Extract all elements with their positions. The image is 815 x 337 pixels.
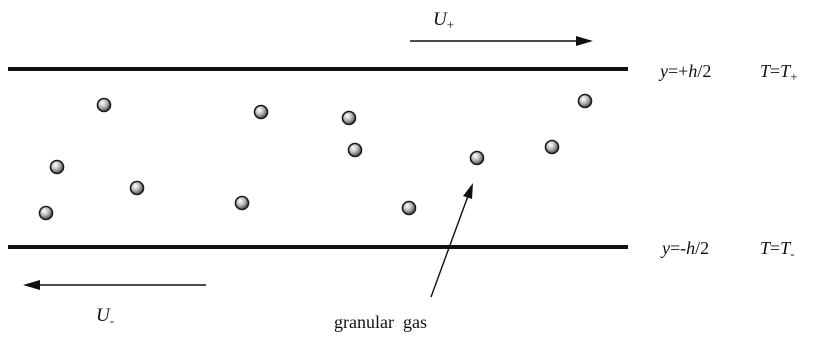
bottom-wall-position-label: y=-h/2 xyxy=(660,238,709,258)
particle xyxy=(129,180,145,196)
particle xyxy=(469,150,485,166)
particle xyxy=(401,200,417,216)
top-velocity-label: U+ xyxy=(433,9,454,32)
top-wall-position-label: y=+h/2 xyxy=(658,61,711,81)
top-wall-temperature-label: T=T+ xyxy=(760,61,798,84)
particle xyxy=(341,110,357,126)
annotation-label: granular gas xyxy=(334,312,427,332)
granular-particles xyxy=(38,93,593,221)
particle xyxy=(96,97,112,113)
bottom-velocity-arrow xyxy=(23,280,206,290)
particle xyxy=(577,93,593,109)
particle xyxy=(347,142,363,158)
particle xyxy=(234,195,250,211)
particle xyxy=(544,139,560,155)
bottom-velocity-label: U- xyxy=(96,305,114,328)
top-velocity-arrow xyxy=(410,36,593,46)
particle xyxy=(253,104,269,120)
particle xyxy=(38,205,54,221)
bottom-wall-temperature-label: T=T- xyxy=(760,238,795,261)
particle xyxy=(49,159,65,175)
annotation-arrow xyxy=(430,183,473,298)
